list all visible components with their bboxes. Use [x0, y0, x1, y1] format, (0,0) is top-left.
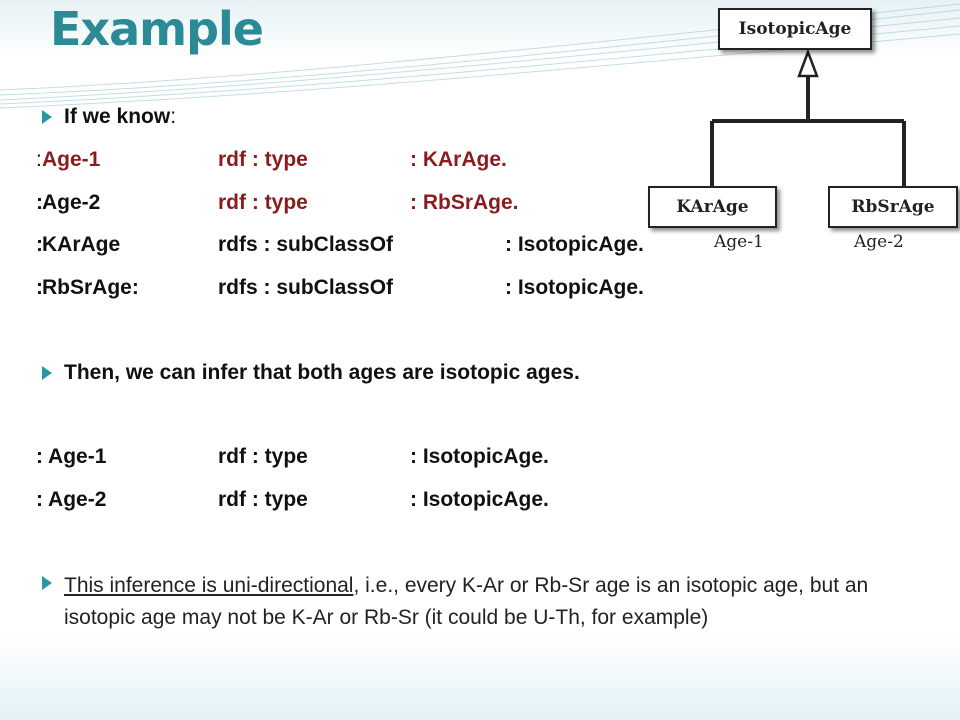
- instance-label-age-1: Age-1: [714, 232, 764, 252]
- triple-object: : IsotopicAge.: [505, 233, 644, 256]
- triple-subject-prefix: :: [36, 191, 43, 214]
- triple-subject: Age-2: [42, 191, 101, 214]
- triple-subject: : Age-2: [36, 488, 107, 511]
- uni-directional-rest: , i.e., every K-Ar or Rb-Sr age is an is…: [64, 574, 869, 629]
- class-hierarchy-diagram: IsotopicAge KArAge RbSrAge Age-1 Age-2: [640, 0, 960, 270]
- triple-predicate: rdf : type: [218, 191, 308, 214]
- triple-object: : IsotopicAge.: [505, 276, 644, 299]
- bullet-marker: [42, 110, 52, 124]
- class-box-karage: KArAge: [648, 186, 777, 228]
- triple-predicate: rdfs : subClassOf: [218, 276, 394, 299]
- bullet-if-we-know-bold: If we know: [64, 105, 171, 128]
- hierarchy-connectors: [710, 48, 906, 186]
- bullet-marker: [42, 576, 52, 590]
- triple-object: : RbSrAge.: [410, 191, 519, 214]
- bullet-if-we-know-colon: :: [170, 105, 177, 128]
- triple-predicate: rdf : type: [218, 445, 308, 468]
- triple-subject: Age-1: [42, 148, 101, 171]
- triple-predicate: rdfs : subClassOf: [218, 233, 394, 256]
- triple-predicate: rdf : type: [218, 148, 308, 171]
- triple-object: : IsotopicAge.: [410, 445, 549, 468]
- class-box-rbsrage: RbSrAge: [828, 186, 958, 228]
- triple-subject: : Age-1: [36, 445, 107, 468]
- uni-directional-underlined: This inference is uni-directional: [64, 574, 354, 597]
- instance-label-age-2: Age-2: [854, 232, 904, 252]
- triple-subject: RbSrAge:: [42, 276, 139, 299]
- triple-subject-prefix: :: [36, 148, 42, 171]
- bullet-marker: [42, 366, 52, 380]
- triple-subject: KArAge: [42, 233, 121, 256]
- triple-subject-prefix: :: [36, 276, 43, 299]
- slide-title: Example: [50, 2, 264, 56]
- triple-object: : KArAge.: [410, 148, 507, 171]
- bullet-uni-directional: This inference is uni-directional, i.e.,…: [64, 570, 914, 634]
- bullet-inference: Then, we can infer that both ages are is…: [64, 361, 580, 384]
- triple-predicate: rdf : type: [218, 488, 308, 511]
- triple-subject-prefix: :: [36, 233, 43, 256]
- bullet-if-we-know: If we know:: [64, 105, 176, 129]
- triple-object: : IsotopicAge.: [410, 488, 549, 511]
- class-box-isotopicage: IsotopicAge: [718, 8, 872, 50]
